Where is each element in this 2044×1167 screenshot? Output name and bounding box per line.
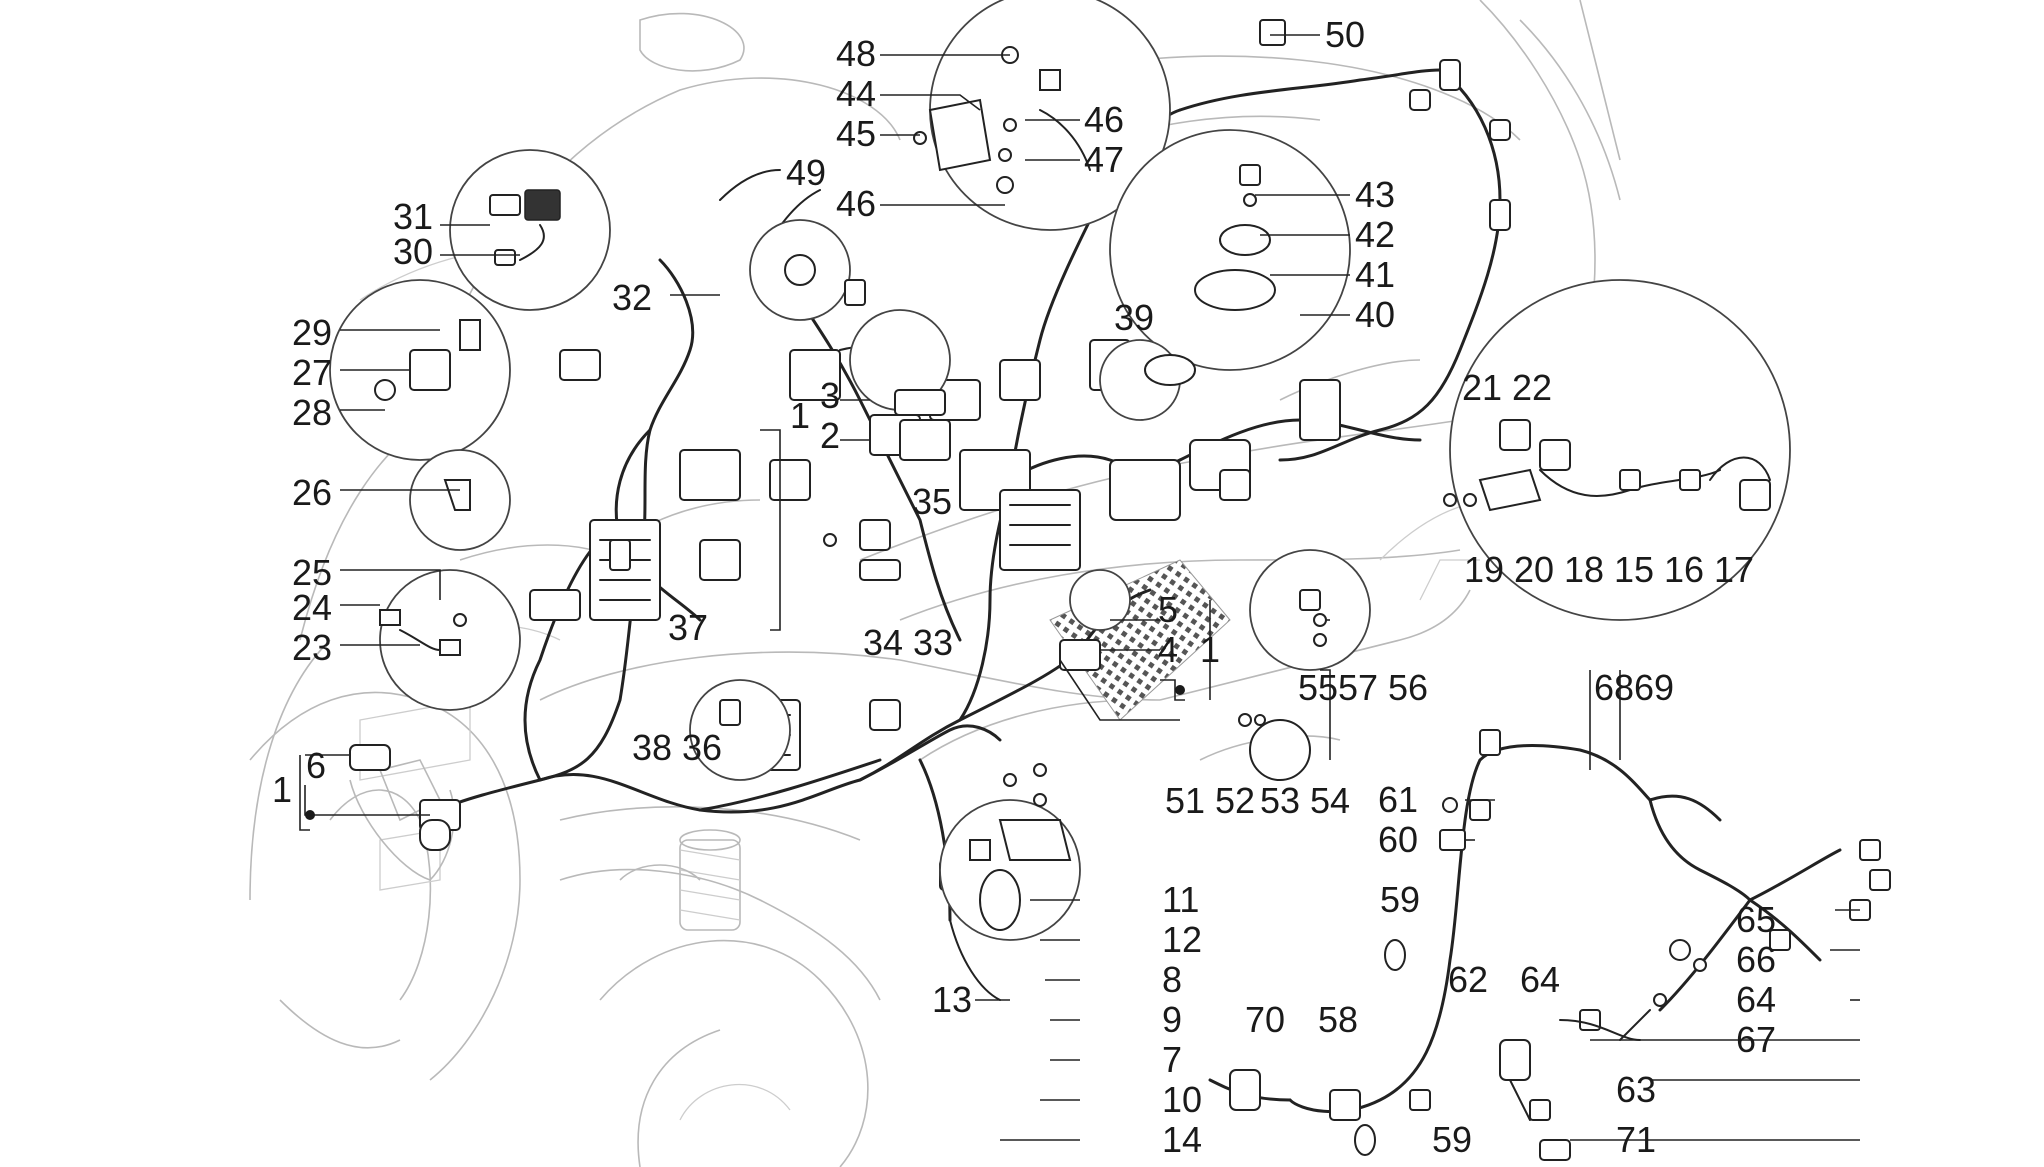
label-59-bottom: 59 [1432,1119,1472,1160]
label-59-top: 59 [1380,879,1420,920]
label-64-left: 64 [1520,959,1560,1000]
label-53: 53 [1260,780,1300,821]
label-14: 14 [1162,1119,1202,1160]
label-13: 13 [932,979,972,1020]
label-8: 8 [1162,959,1182,1000]
label-31: 31 [393,196,433,237]
leader-lines [299,34,1860,1141]
label-10: 10 [1162,1079,1202,1120]
label-39: 39 [1114,297,1154,338]
label-26: 26 [292,472,332,513]
label-16: 16 [1664,549,1704,590]
label-38: 38 [632,727,672,768]
label-5: 5 [1158,589,1178,630]
label-42: 42 [1355,214,1395,255]
label-29: 29 [292,312,332,353]
label-46-top: 46 [1084,99,1124,140]
label-66: 66 [1736,939,1776,980]
detail-circles [329,0,1791,941]
label-70: 70 [1245,999,1285,1040]
label-3: 3 [820,375,840,416]
label-1-right: 1 [1200,629,1220,670]
label-12: 12 [1162,919,1202,960]
label-68: 68 [1594,667,1634,708]
label-67: 67 [1736,1019,1776,1060]
label-33: 33 [913,622,953,663]
label-56: 56 [1388,667,1428,708]
label-27: 27 [292,352,332,393]
label-54: 54 [1310,780,1350,821]
label-36: 36 [682,727,722,768]
label-44: 44 [836,73,876,114]
label-7: 7 [1162,1039,1182,1080]
label-57: 57 [1338,667,1378,708]
label-64-right: 64 [1736,979,1776,1020]
label-32: 32 [612,277,652,318]
label-37: 37 [668,607,708,648]
label-22: 22 [1512,367,1552,408]
detail-parts [349,19,1771,931]
label-69: 69 [1634,667,1674,708]
abs-sensor-harness [1208,729,1891,1161]
label-41: 41 [1355,254,1395,295]
label-50: 50 [1325,14,1365,55]
label-46-bottom: 46 [836,183,876,224]
label-45: 45 [836,113,876,154]
label-1-left: 1 [272,769,292,810]
label-71: 71 [1616,1119,1656,1160]
label-2: 2 [820,415,840,456]
label-19: 19 [1464,549,1504,590]
label-6: 6 [306,745,326,786]
label-30: 30 [393,231,433,272]
label-61: 61 [1378,779,1418,820]
label-20: 20 [1514,549,1554,590]
label-58: 58 [1318,999,1358,1040]
label-34: 34 [863,622,903,663]
label-55: 55 [1298,667,1338,708]
label-1-middle: 1 [790,395,810,436]
label-4: 4 [1158,629,1178,670]
label-40: 40 [1355,294,1395,335]
label-48: 48 [836,33,876,74]
label-18: 18 [1564,549,1604,590]
label-28: 28 [292,392,332,433]
label-62: 62 [1448,959,1488,1000]
label-11: 11 [1162,879,1199,920]
label-43: 43 [1355,174,1395,215]
label-24: 24 [292,587,332,628]
callout-labels: 31 30 29 27 28 26 25 24 23 32 48 44 45 4… [272,14,1776,1160]
label-65: 65 [1736,899,1776,940]
label-52: 52 [1215,780,1255,821]
label-35: 35 [912,481,952,522]
label-51: 51 [1165,780,1205,821]
shock-absorber [619,829,741,931]
label-9: 9 [1162,999,1182,1040]
label-21: 21 [1462,367,1502,408]
label-63: 63 [1616,1069,1656,1110]
label-25: 25 [292,552,332,593]
label-60: 60 [1378,819,1418,860]
label-47: 47 [1084,139,1124,180]
label-49: 49 [786,152,826,193]
label-23: 23 [292,627,332,668]
label-15: 15 [1614,549,1654,590]
label-17: 17 [1714,549,1754,590]
